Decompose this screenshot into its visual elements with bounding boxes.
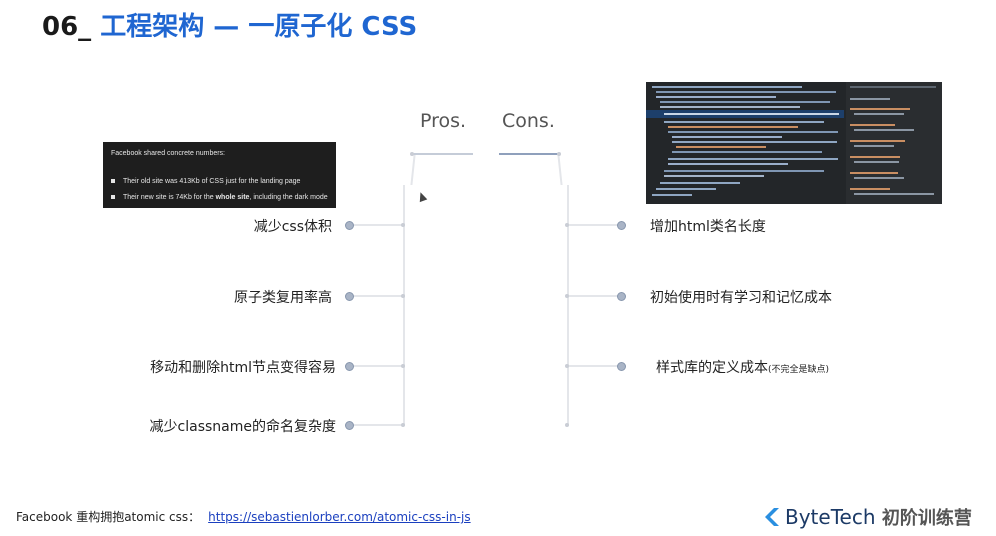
pros-item: 减少classname的命名复杂度 xyxy=(149,419,336,435)
title-text: 工程架构 — 一原子化 CSS xyxy=(100,12,418,42)
node-dot xyxy=(565,423,569,427)
node-dot xyxy=(565,364,569,368)
pros-bullet xyxy=(345,292,354,301)
devtools-styles-pane xyxy=(846,82,942,204)
cons-connector xyxy=(568,295,620,297)
pros-bullet xyxy=(345,421,354,430)
pros-item: 减少css体积 xyxy=(253,219,332,235)
cons-connector xyxy=(568,224,620,226)
pros-item: 原子类复用率高 xyxy=(234,290,332,306)
cons-item: 增加html类名长度 xyxy=(650,219,766,235)
node-dot xyxy=(410,152,414,156)
pros-connector xyxy=(354,365,404,367)
pros-underline xyxy=(412,153,473,155)
facebook-panel-heading: Facebook shared concrete numbers: xyxy=(111,150,226,157)
cons-item: 初始使用时有学习和记忆成本 xyxy=(650,290,832,306)
node-dot xyxy=(401,364,405,368)
facebook-numbers-panel: Facebook shared concrete numbers: Their … xyxy=(103,142,336,208)
cons-connector xyxy=(568,365,620,367)
cons-bullet xyxy=(617,362,626,371)
mouse-cursor-icon xyxy=(416,190,428,203)
title-number: 06_ xyxy=(42,12,92,42)
cons-branch-line xyxy=(557,155,563,185)
tab-cons[interactable]: Cons. xyxy=(502,110,555,132)
bullet-icon xyxy=(111,195,115,200)
devtools-code-pane xyxy=(646,82,844,204)
node-dot xyxy=(557,152,561,156)
footer-text: Facebook 重构拥抱atomic css： xyxy=(16,510,201,524)
cons-item-with-note: 样式库的定义成本(不完全是缺点) xyxy=(656,357,829,377)
footer: Facebook 重构拥抱atomic css： https://sebastie… xyxy=(16,508,471,525)
bullet-icon xyxy=(111,179,115,184)
pros-branch-line xyxy=(410,155,416,185)
pros-connector xyxy=(354,224,404,226)
devtools-screenshot xyxy=(646,82,942,204)
footer-link[interactable]: https://sebastienlorber.com/atomic-css-i… xyxy=(208,510,471,524)
facebook-panel-item: Their new site is 74Kb for the whole sit… xyxy=(111,194,328,201)
facebook-panel-item1: Their old site was 413Kb of CSS just for… xyxy=(123,178,301,185)
cons-underline xyxy=(499,153,559,155)
page-title: 06_ 工程架构 — 一原子化 CSS xyxy=(42,6,417,43)
pros-trunk-line xyxy=(403,185,405,426)
pros-connector xyxy=(354,424,404,426)
cons-item: 样式库的定义成本 xyxy=(656,360,768,376)
pros-bullet xyxy=(345,362,354,371)
facebook-panel-item: Their old site was 413Kb of CSS just for… xyxy=(111,178,300,185)
pros-bullet xyxy=(345,221,354,230)
cons-trunk-line xyxy=(567,185,569,426)
pros-connector xyxy=(354,295,404,297)
node-dot xyxy=(401,223,405,227)
node-dot xyxy=(401,294,405,298)
tab-pros[interactable]: Pros. xyxy=(420,110,467,132)
brand-logo: ByteTech 初阶训练营 xyxy=(765,504,972,530)
brand-name: ByteTech xyxy=(785,505,876,529)
facebook-panel-item2-bold: whole site xyxy=(215,194,250,201)
cons-note: (不完全是缺点) xyxy=(768,365,830,375)
cons-bullet xyxy=(617,221,626,230)
node-dot xyxy=(565,223,569,227)
facebook-panel-item2-after: , including the dark mode xyxy=(249,194,328,201)
node-dot xyxy=(565,294,569,298)
node-dot xyxy=(401,423,405,427)
bytetech-logo-icon xyxy=(765,508,779,526)
cons-bullet xyxy=(617,292,626,301)
facebook-panel-item2-before: Their new site is 74Kb for the xyxy=(123,194,216,201)
pros-item: 移动和删除html节点变得容易 xyxy=(150,360,336,376)
brand-subtitle: 初阶训练营 xyxy=(881,508,972,529)
